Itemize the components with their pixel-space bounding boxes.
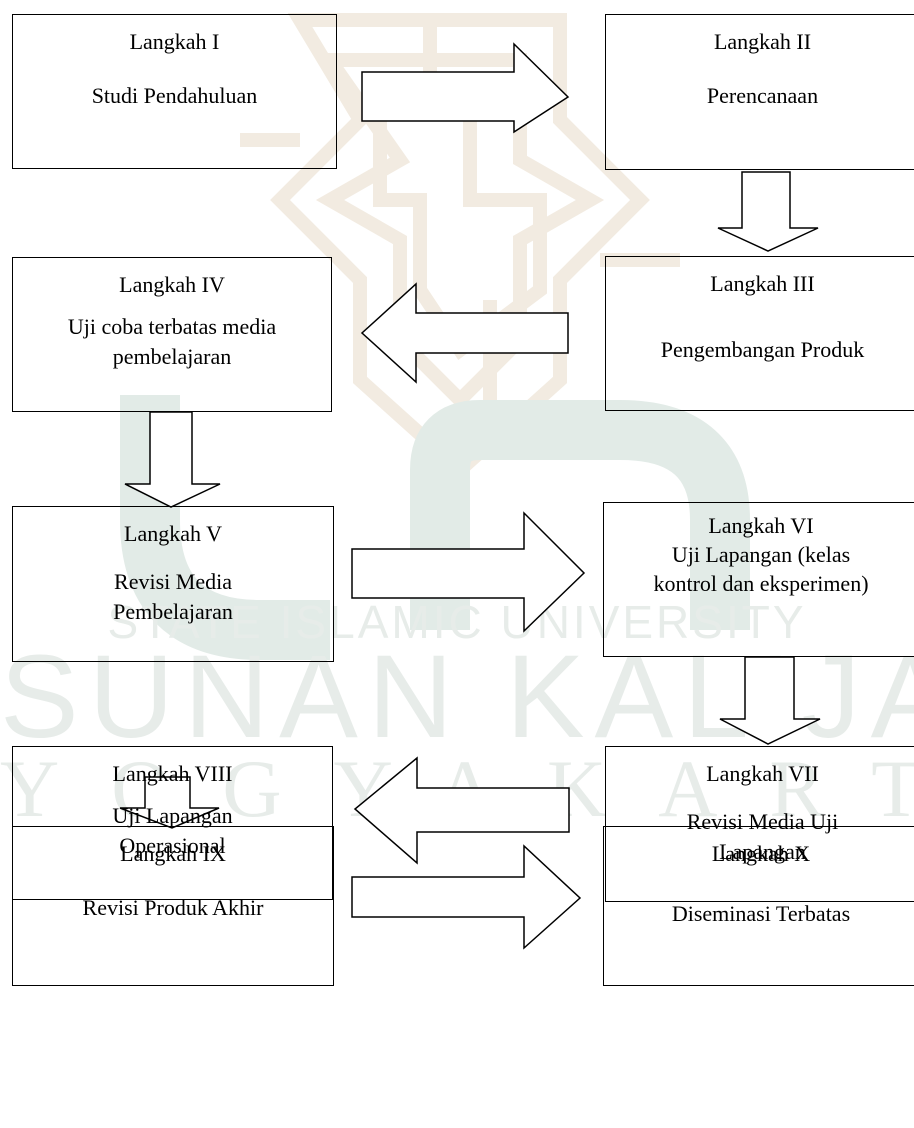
step-title: Langkah IV [119,272,225,297]
step-description: Perencanaan [706,83,819,108]
arrow-down-2-3 [717,171,819,252]
step-title: Langkah IX [120,841,226,866]
arrow-down-8-9 [119,776,220,829]
step-box-3: Langkah III Pengembangan Produk [605,256,914,411]
step-title: Langkah VI [708,513,814,538]
step-box-9: Langkah IX Revisi Produk Akhir [12,826,334,986]
step-title: Langkah V [124,521,222,546]
step-box-10: Langkah X Diseminasi Terbatas [603,826,914,986]
step-description: Uji Lapangan (kelas kontrol dan eksperim… [653,542,869,596]
step-description: Uji Lapangan Operasional [112,803,233,858]
arrow-right-5-6 [351,511,586,633]
step-description: Revisi Produk Akhir [82,895,264,920]
step-title: Langkah VIII [112,761,233,786]
arrow-right-9-10 [351,844,582,950]
step-title: Langkah VII [706,761,819,786]
step-description: Uji coba terbatas media pembelajaran [67,314,277,369]
step-box-6: Langkah VI Uji Lapangan (kelas kontrol d… [603,502,914,657]
step-title: Langkah III [710,271,815,296]
step-box-4: Langkah IV Uji coba terbatas media pembe… [12,257,332,412]
step-description: Revisi Media Uji Lapangan [686,809,839,864]
step-title: Langkah II [713,29,812,54]
arrow-left-7-8 [353,756,570,865]
step-box-7: Langkah VII Revisi Media Uji Lapangan [605,746,914,902]
step-description: Revisi Media Pembelajaran [113,569,233,624]
step-description: Diseminasi Terbatas [671,901,851,926]
step-description: Studi Pendahuluan [91,83,258,108]
step-title: Langkah I [129,29,220,54]
arrow-down-4-5 [124,411,221,508]
arrow-right-1-2 [361,42,570,134]
arrow-down-6-7 [719,656,821,745]
step-box-2: Langkah II Perencanaan [605,14,914,170]
arrow-left-3-4 [360,282,569,384]
step-box-1: Langkah I Studi Pendahuluan [12,14,337,169]
step-box-8: Langkah VIII Uji Lapangan Operasional [12,746,333,900]
step-box-5: Langkah V Revisi Media Pembelajaran [12,506,334,662]
step-title: Langkah X [711,841,811,866]
watermark-university-text: STATE ISLAMIC UNIVERSITY [107,596,807,648]
step-description: Pengembangan Produk [660,337,865,362]
